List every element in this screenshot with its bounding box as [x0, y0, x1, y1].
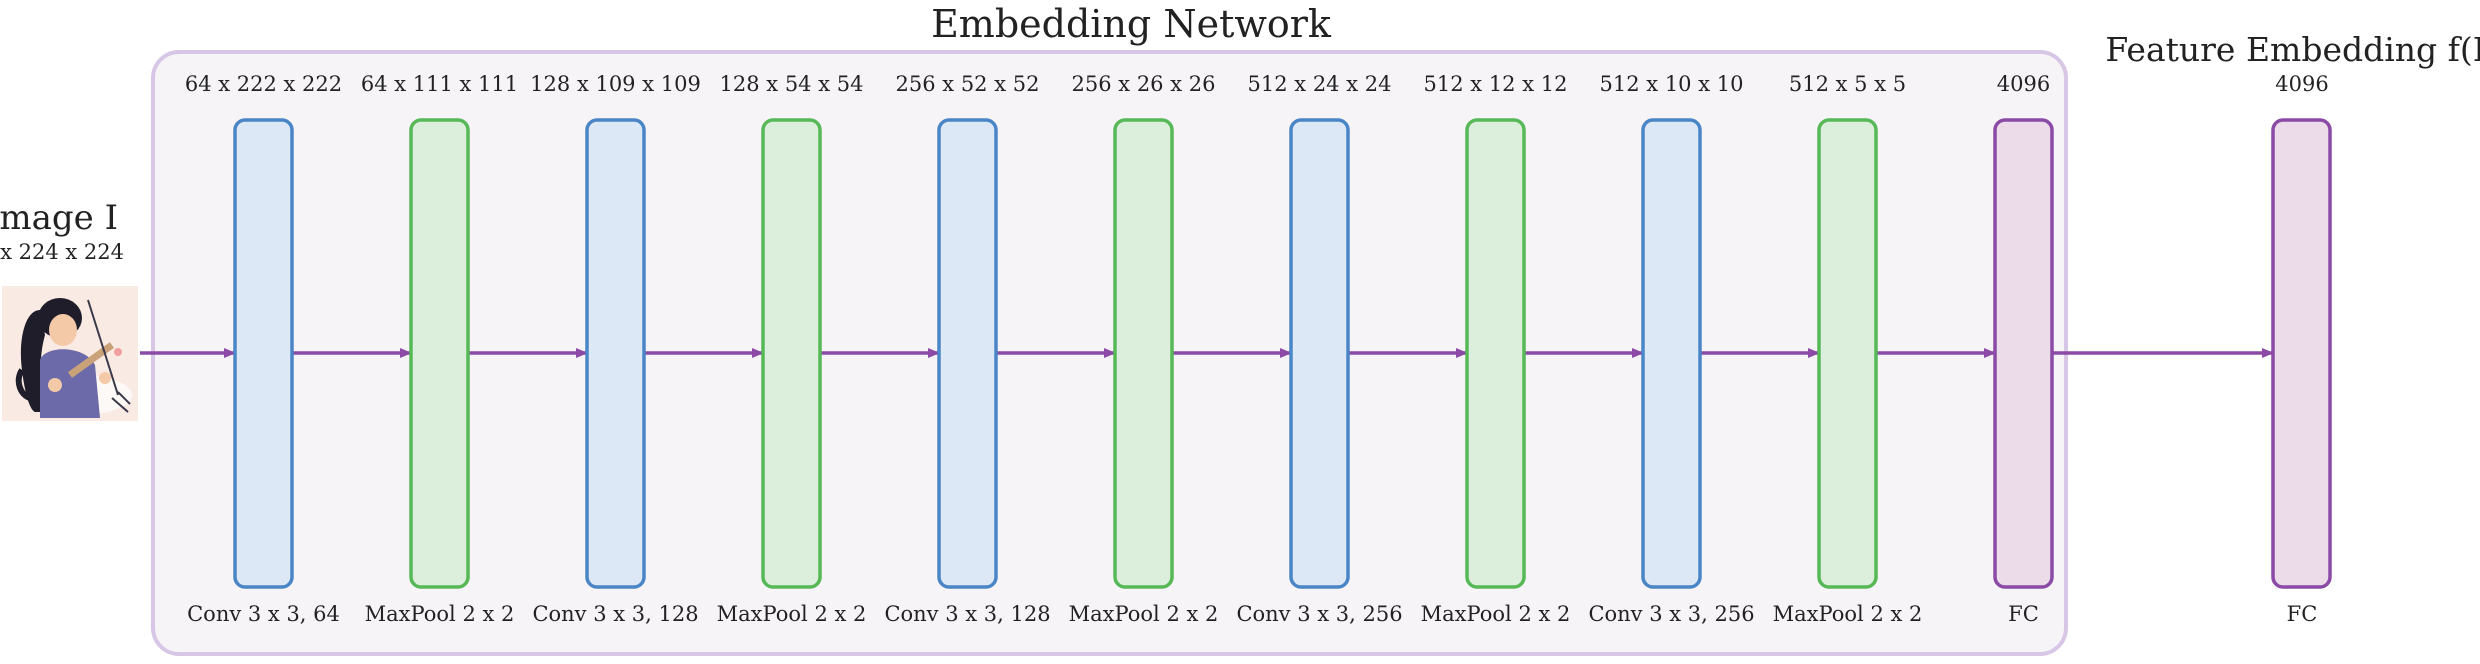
layer-label-6: Conv 3 x 3, 256	[1236, 602, 1403, 626]
layer-dims-3: 128 x 54 x 54	[719, 72, 864, 96]
layer-blocks-group	[233, 118, 2332, 589]
input-title-text: Image I	[0, 198, 119, 238]
layer-dims-8: 512 x 10 x 10	[1599, 72, 1744, 96]
conv-block-8	[1641, 118, 1702, 589]
layer-dims-1: 64 x 111 x 111	[360, 72, 519, 96]
layer-label-3: MaxPool 2 x 2	[716, 602, 867, 626]
network-title: Embedding Network	[931, 2, 1331, 46]
output-label: FC	[2286, 602, 2318, 626]
conv-block-2	[585, 118, 646, 589]
layer-label-0: Conv 3 x 3, 64	[187, 602, 340, 626]
layer-dims-9: 512 x 5 x 5	[1788, 72, 1907, 96]
layer-label-7: MaxPool 2 x 2	[1420, 602, 1571, 626]
input-image	[2, 286, 138, 421]
layer-dims-6: 512 x 24 x 24	[1247, 72, 1392, 96]
layer-label-1: MaxPool 2 x 2	[364, 602, 515, 626]
layer-dims-2: 128 x 109 x 109	[530, 72, 701, 96]
layer-label-2: Conv 3 x 3, 128	[532, 602, 699, 626]
pool-block-1	[409, 118, 470, 589]
pool-block-9	[1817, 118, 1878, 589]
layer-dims-4: 256 x 52 x 52	[895, 72, 1040, 96]
pool-block-7	[1465, 118, 1526, 589]
pool-block-3	[761, 118, 822, 589]
conv-block-6	[1289, 118, 1350, 589]
layer-label-10: FC	[2008, 602, 2039, 626]
output-fc-block	[2271, 118, 2332, 589]
layer-dims-5: 256 x 26 x 26	[1071, 72, 1216, 96]
layer-dims-10: 4096	[1996, 72, 2051, 96]
layer-dims-0: 64 x 222 x 222	[184, 72, 343, 96]
conv-block-0	[233, 118, 294, 589]
layer-label-5: MaxPool 2 x 2	[1068, 602, 1219, 626]
layer-dims-7: 512 x 12 x 12	[1423, 72, 1568, 96]
output-dims: 4096	[2275, 72, 2329, 96]
input-title: Image I	[0, 198, 118, 238]
layer-label-8: Conv 3 x 3, 256	[1588, 602, 1755, 626]
output-title: Feature Embedding f(I)	[2105, 30, 2480, 69]
fc-block-10	[1993, 118, 2054, 589]
layer-label-9: MaxPool 2 x 2	[1772, 602, 1923, 626]
layer-label-4: Conv 3 x 3, 128	[884, 602, 1051, 626]
conv-block-4	[937, 118, 998, 589]
pool-block-5	[1113, 118, 1174, 589]
input-dims: 3 x 224 x 224	[0, 240, 124, 264]
